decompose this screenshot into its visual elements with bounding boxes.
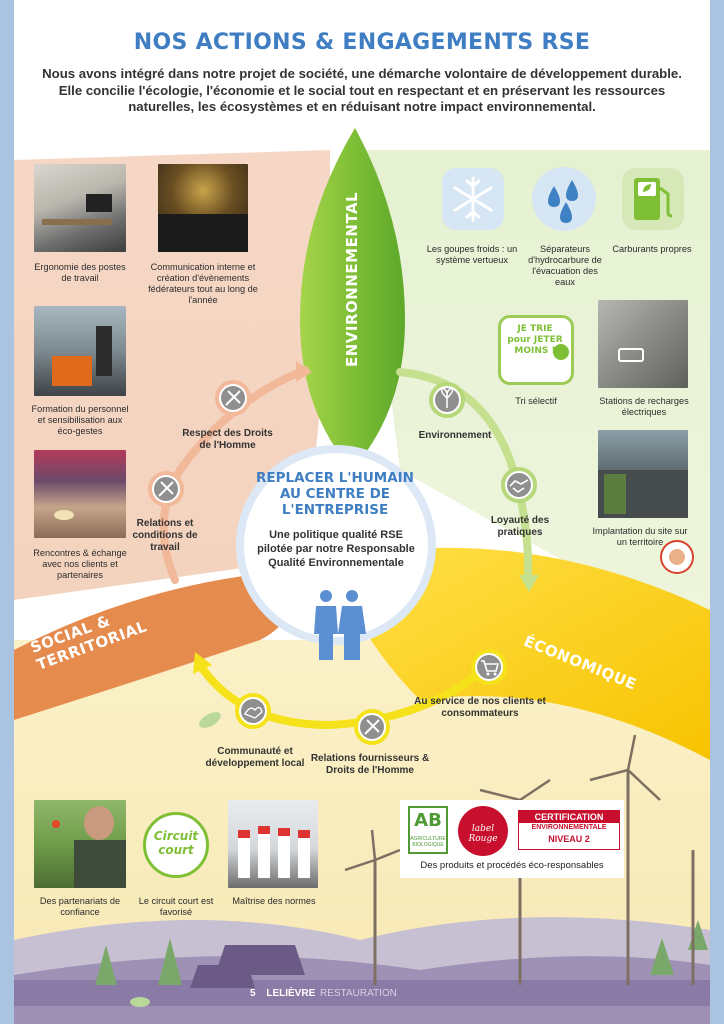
hands-icon — [235, 693, 271, 729]
photo-recharge — [598, 300, 688, 388]
node-environnement: Environnement — [418, 430, 492, 441]
node-fournisseurs: Relations fournisseurs & Droits de l'Hom… — [310, 753, 430, 776]
photo-rencontres — [34, 450, 126, 538]
leaf-icon — [553, 344, 569, 360]
handshake-icon — [501, 467, 537, 503]
labels-caption: Des produits et procédés éco-responsable… — [420, 860, 604, 871]
caption-formation: Formation du personnel et sensibilisatio… — [31, 404, 129, 436]
caption-separateurs: Séparateurs d'hydrocarbure de l'évacuati… — [528, 244, 602, 287]
caption-normes: Maîtrise des normes — [232, 896, 316, 906]
node-clients: Au service de nos clients et consommateu… — [414, 696, 546, 719]
caption-froid: Les goupes froids : un système vertueux — [426, 244, 518, 265]
env-icons — [442, 167, 684, 231]
tools-icon-relations — [148, 471, 184, 507]
snowflake-icon — [442, 168, 504, 230]
caption-circuit: Le circuit court est favorisé — [138, 896, 214, 917]
photo-communication — [158, 164, 248, 252]
photo-partenariats — [34, 800, 126, 888]
cart-icon — [471, 649, 507, 685]
intro-paragraph: Nous avons intégré dans notre projet de … — [42, 66, 682, 114]
fuel-pump-icon — [622, 168, 684, 230]
plant-icon — [429, 382, 465, 418]
tri-badge: JE TRIE pour JETER MOINS ! — [498, 315, 574, 385]
center-text: Une politique qualité RSE pilotée par no… — [257, 529, 415, 569]
label-rouge-logo: label Rouge — [458, 806, 508, 856]
footer: 5 LELIÈVRE RESTAURATION — [250, 988, 397, 999]
node-communaute: Communauté et développement local — [205, 746, 305, 769]
circuit-line2: court — [158, 843, 194, 857]
ab-logo: AB AGRICULTURE BIOLOGIQUE — [408, 806, 448, 854]
photo-formation — [34, 306, 126, 396]
circuit-court-badge: Circuit court — [143, 812, 209, 878]
caption-tri: Tri sélectif — [515, 396, 557, 406]
tools-icon-fournisseurs — [354, 709, 390, 745]
tools-icon-droits — [215, 380, 251, 416]
labels-box: AB AGRICULTURE BIOLOGIQUE label Rouge CE… — [400, 800, 624, 878]
certification-badge: CERTIFICATION ENVIRONNEMENTALE NIVEAU 2 — [518, 810, 620, 850]
photo-ergonomie — [34, 164, 126, 252]
node-relations-travail: Relations et conditions de travail — [132, 518, 198, 553]
caption-carburants: Carburants propres — [612, 244, 692, 254]
page-title: NOS ACTIONS & ENGAGEMENTS RSE — [133, 30, 591, 55]
circuit-line1: Circuit — [153, 829, 199, 843]
node-loyaute: Loyauté des pratiques — [490, 515, 550, 538]
photo-normes — [228, 800, 318, 888]
tri-badge-text: JE TRIE pour JETER MOINS ! — [507, 324, 563, 356]
caption-ergonomie: Ergonomie des postes de travail — [34, 262, 126, 283]
photo-implantation — [598, 430, 688, 518]
caption-implantation: Implantation du site sur un territoire — [592, 526, 688, 547]
center-title: REPLACER L'HUMAIN AU CENTRE DE L'ENTREPR… — [256, 470, 414, 518]
brand-restauration: RESTAURATION — [320, 988, 397, 999]
node-droits-homme: Respect des Droits de l'Homme — [182, 428, 273, 451]
caption-communication: Communication interne et création d'évèn… — [148, 262, 258, 305]
water-drops-icon — [532, 167, 596, 231]
caption-rencontres: Rencontres & échange avec nos clients et… — [33, 548, 127, 580]
caption-partenariats: Des partenariats de confiance — [39, 896, 121, 917]
caption-recharge: Stations de recharges électriques — [599, 396, 689, 417]
page-number: 5 — [250, 988, 256, 999]
territoire-seal — [660, 540, 694, 574]
brand-lelievre: LELIÈVRE — [266, 988, 316, 999]
